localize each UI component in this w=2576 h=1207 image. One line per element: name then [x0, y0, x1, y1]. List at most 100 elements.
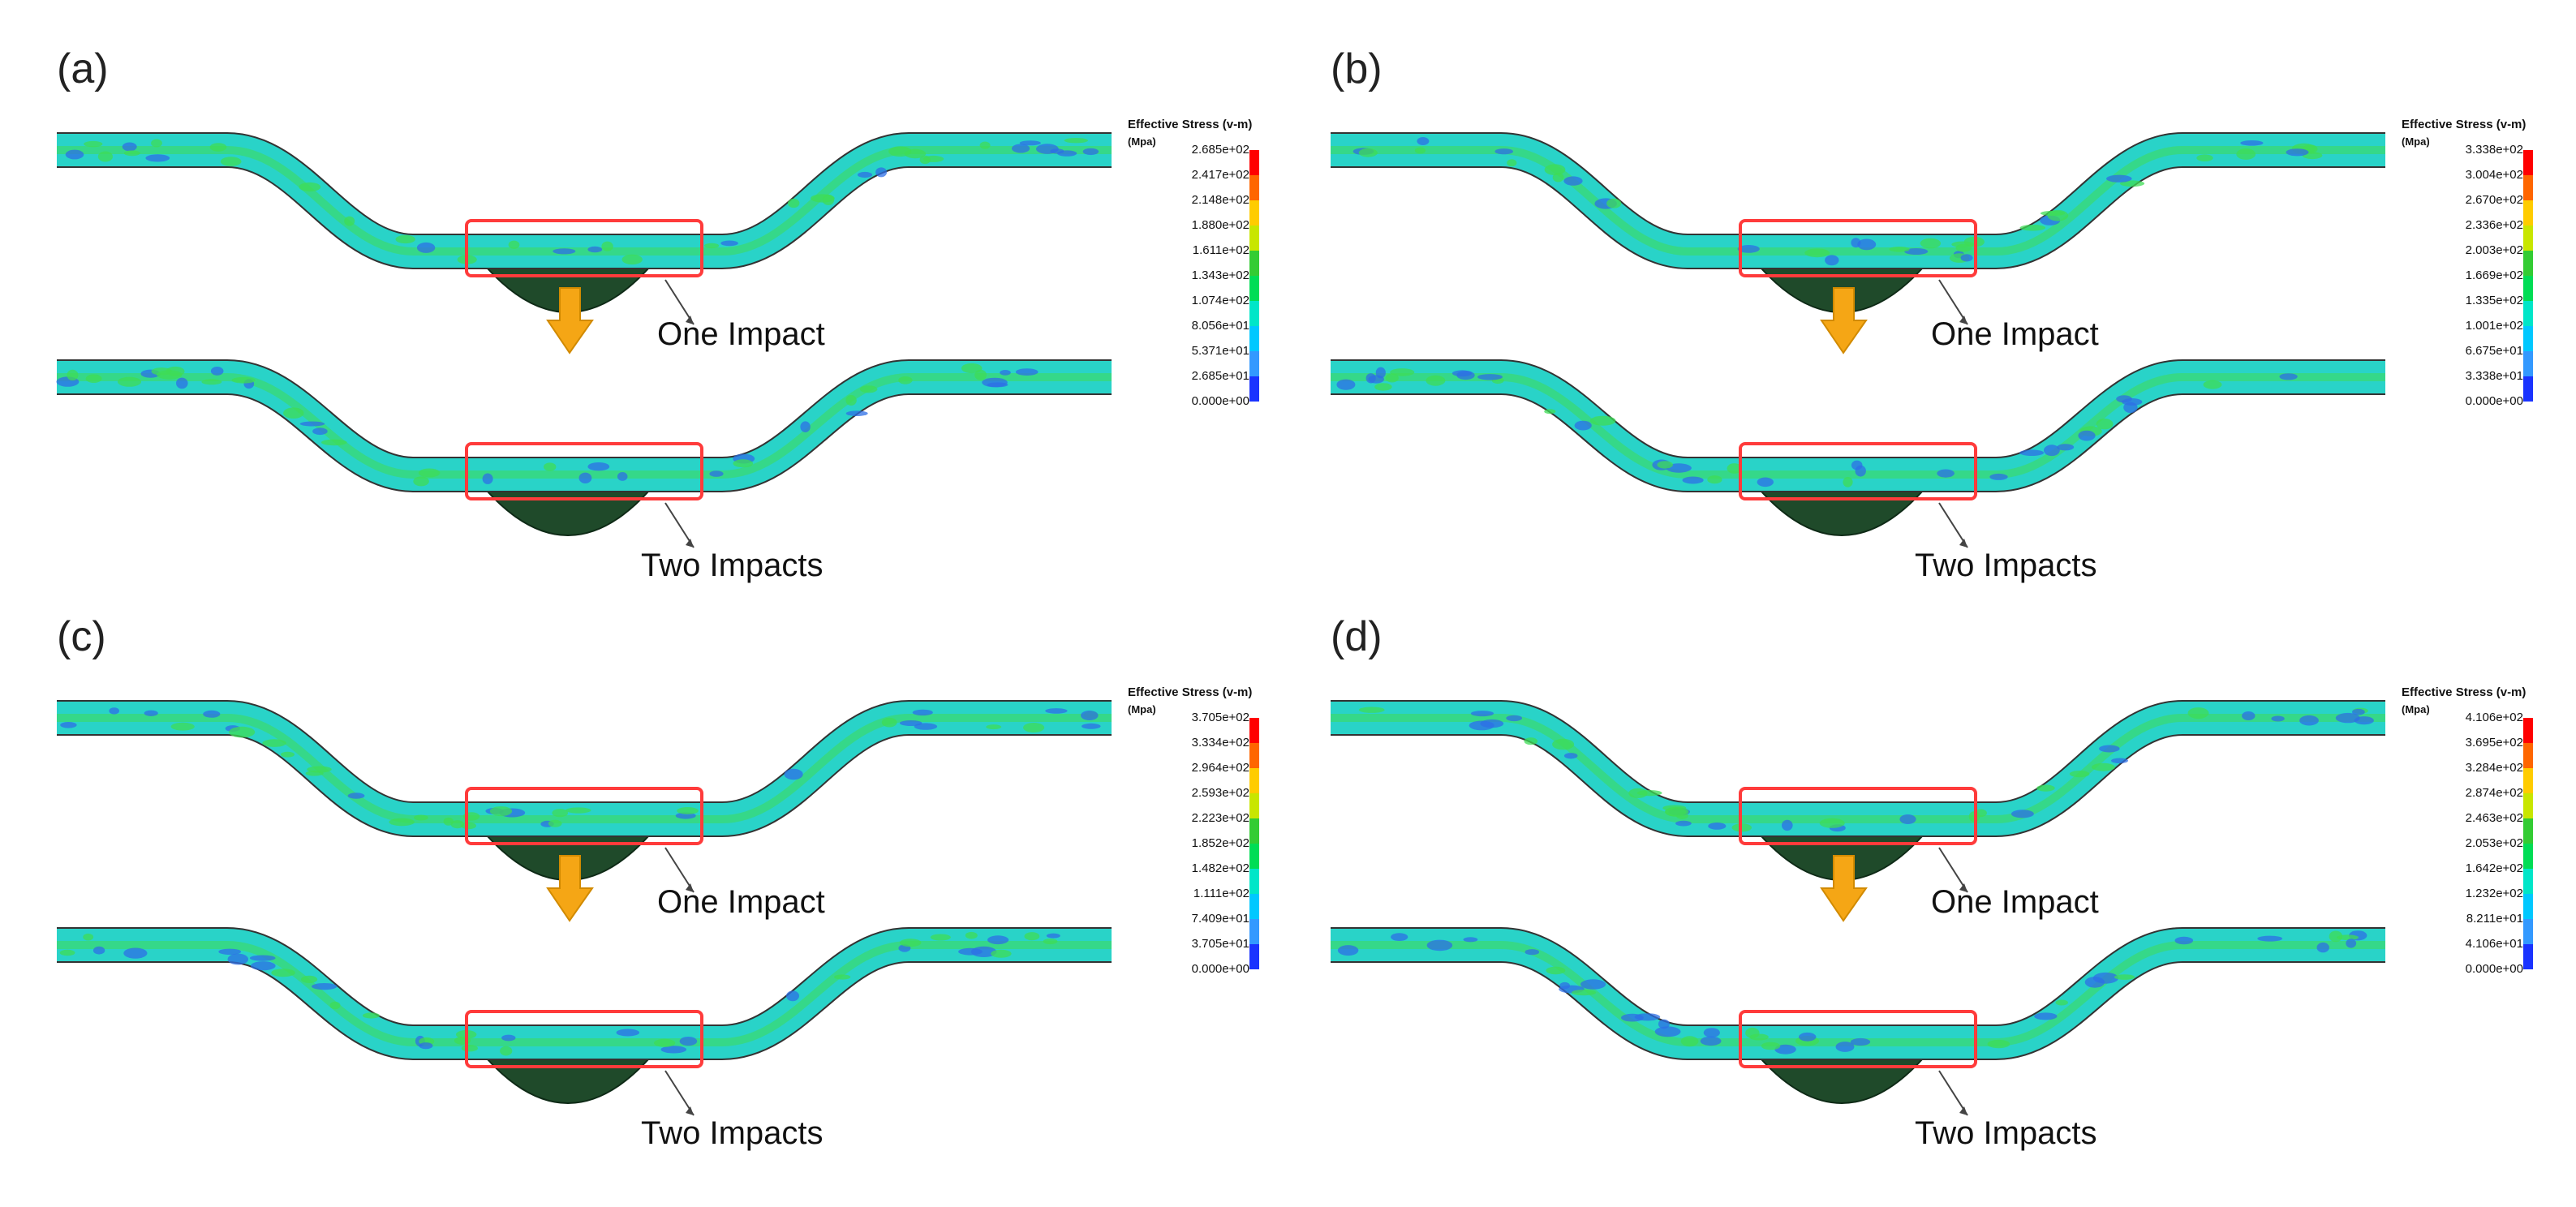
stress-patch — [2114, 974, 2135, 980]
stress-patch — [1703, 1028, 1720, 1037]
legend-unit: (Mpa) — [2402, 135, 2430, 148]
legend-tick-label: 2.003e+02 — [2465, 243, 2523, 257]
stress-patch — [362, 1012, 381, 1019]
legend-color-segment — [1249, 743, 1259, 768]
legend-color-segment — [1249, 276, 1259, 301]
stress-patch — [544, 462, 557, 471]
stress-patch — [170, 722, 195, 731]
stress-patch — [898, 376, 913, 384]
panel-b: (b) One Impact Two Impacts Effective Str… — [1306, 37, 2572, 604]
plate-stress-band — [57, 941, 1112, 1046]
caption-one-impact: One Impact — [1931, 884, 2099, 920]
legend-tick-label: 2.417e+02 — [1191, 168, 1249, 182]
stress-patch — [418, 468, 441, 478]
stress-patch — [1358, 707, 1385, 713]
plate-body — [57, 702, 1112, 835]
stress-patch — [60, 722, 77, 728]
stress-patch — [979, 141, 991, 149]
legend-unit: (Mpa) — [1128, 703, 1156, 715]
stress-patch — [231, 376, 256, 384]
stress-patch — [1782, 819, 1793, 831]
stress-patch — [986, 724, 1002, 730]
stress-patch — [875, 167, 888, 178]
pointer-line — [664, 502, 695, 548]
stress-patch — [919, 155, 931, 165]
legend-colorbar — [2523, 718, 2533, 969]
plate-body — [1331, 134, 2385, 268]
legend-color-segment — [2523, 818, 2533, 844]
stress-patch — [2337, 934, 2359, 940]
stress-patch — [1682, 476, 1704, 484]
stress-patch — [1046, 933, 1060, 939]
stress-patch — [389, 818, 415, 827]
stress-patch — [2034, 1012, 2058, 1020]
down-arrow — [1820, 855, 1868, 922]
stress-patch — [784, 768, 803, 780]
legend-tick-label: 0.000e+00 — [1191, 962, 1249, 976]
stress-patch — [1843, 477, 1853, 488]
impactor-dome — [484, 490, 652, 536]
legend-tick-label: 3.334e+02 — [1191, 736, 1249, 750]
stress-patch — [1804, 248, 1830, 258]
stress-patch — [1456, 371, 1475, 380]
legend-color-segment — [2523, 944, 2533, 969]
stress-patch — [1524, 737, 1538, 745]
stress-patch — [1987, 1039, 2010, 1049]
caption-one-impact: One Impact — [657, 884, 825, 920]
stress-patch — [1937, 469, 1955, 478]
stress-patch — [67, 369, 79, 380]
down-arrow — [546, 287, 594, 354]
stress-patch — [1700, 1036, 1722, 1046]
stress-patch — [822, 194, 835, 205]
stress-patch — [2078, 430, 2096, 441]
stress-patch — [2242, 711, 2256, 720]
stress-patch — [1012, 144, 1030, 153]
legend-color-segment — [2523, 718, 2533, 743]
stress-patch — [2091, 762, 2115, 771]
stress-patch — [176, 377, 188, 389]
stress-patch — [1851, 460, 1863, 470]
stress-patch — [845, 410, 868, 416]
stress-patch — [991, 949, 1012, 958]
panel-label: (c) — [57, 613, 106, 660]
legend-tick-label: 0.000e+00 — [1191, 394, 1249, 408]
legend-color-segment — [1249, 919, 1259, 944]
pointer-head — [1959, 883, 1967, 892]
stress-patch — [987, 935, 1009, 945]
stress-patch — [209, 143, 227, 152]
stress-patch — [1374, 383, 1392, 391]
stress-patch — [1574, 420, 1592, 431]
stress-patch — [1494, 148, 1513, 155]
stress-patch — [548, 819, 562, 827]
legend-tick-label: 3.004e+02 — [2465, 168, 2523, 182]
stress-patch — [1082, 723, 1101, 729]
stress-patch — [122, 142, 137, 152]
stress-patch — [1559, 981, 1570, 990]
legend-color-segment — [2523, 150, 2533, 175]
stress-patch — [1417, 137, 1430, 145]
stress-patch — [859, 385, 878, 393]
pointer-line — [1938, 1070, 1968, 1116]
stress-patch — [1634, 1013, 1661, 1021]
legend-tick-label: 7.409e+01 — [1191, 912, 1249, 926]
legend-tick-label: 2.053e+02 — [2465, 836, 2523, 850]
stress-patch — [587, 246, 603, 253]
stress-patch — [329, 1001, 341, 1010]
stress-patch — [2271, 715, 2285, 722]
stress-patch — [419, 1042, 433, 1050]
stress-patch — [249, 955, 276, 961]
stress-patch — [1368, 375, 1384, 384]
stress-patch — [210, 367, 224, 376]
legend-color-segment — [2523, 376, 2533, 402]
legend-tick-label: 1.642e+02 — [2465, 861, 2523, 875]
stress-patch — [1050, 148, 1064, 154]
stress-patch — [1889, 247, 1910, 252]
stress-patch — [899, 939, 922, 947]
legend-color-segment — [2523, 768, 2533, 793]
legend-title: Effective Stress (v-m) — [2402, 685, 2527, 699]
stress-patch — [2329, 930, 2343, 943]
stress-patch — [653, 1038, 676, 1047]
caption-two-impacts: Two Impacts — [641, 1115, 824, 1151]
legend-color-segment — [2523, 919, 2533, 944]
